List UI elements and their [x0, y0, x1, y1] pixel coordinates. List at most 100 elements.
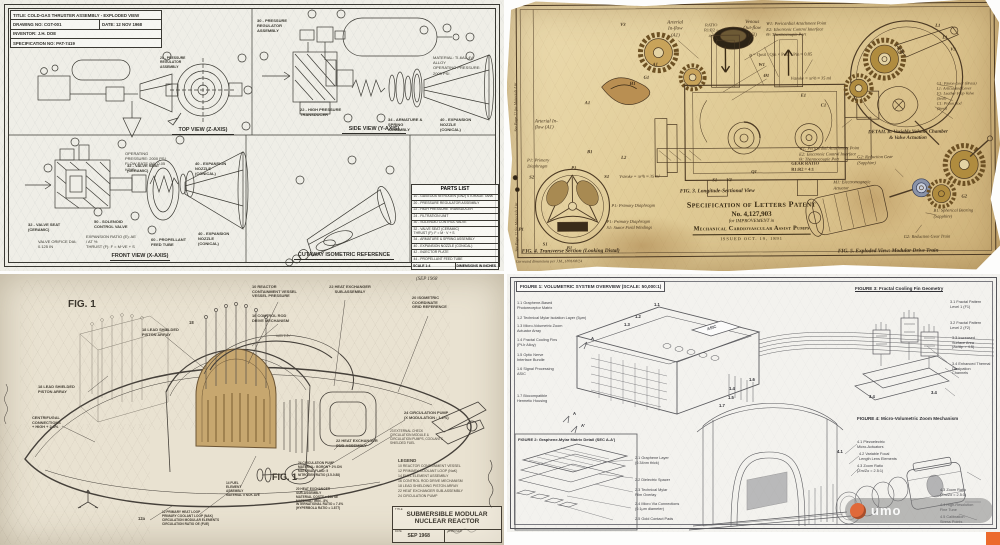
title-tag: TITLE — [395, 507, 403, 511]
label-attachment-list: W1: Pericardial Attachment Point E2: Ele… — [766, 20, 827, 37]
title-row: TITLE: COLD-GAS THRUSTER ASSEMBLY - EXPL… — [11, 11, 161, 21]
callout-1-6: 1.6 — [749, 377, 755, 382]
legend-row: 18 LEAD SHIELDING PISTON ARRAY — [398, 484, 459, 489]
label-arterial-inflow-top: Arterial In-flow (A1) — [667, 20, 684, 39]
caption-side-view: Side View (Y-AXIS) — [342, 126, 406, 135]
mark-s1r: S1 — [604, 174, 610, 180]
mark-b1b: B1 — [566, 245, 573, 251]
submarine-linework — [4, 299, 494, 534]
legend-title: LEGEND — [398, 458, 417, 463]
label-reactor-vessel: 10 REACTOR CONTAINMENT VESSEL VESSEL PRE… — [252, 284, 297, 299]
parts-row: 22 - HIGH PRESSURE TRANSDUCER — [412, 207, 498, 214]
label-side-material: MATERIAL: Ti-6AL-4V ALLOY OPERATING PRES… — [433, 55, 481, 76]
handwritten-date: (SEP 1968 — [416, 277, 438, 282]
legend-row: 14 FUEL ELEMENT ASSEMBLY — [398, 474, 449, 479]
f1-item-4: 1.4 Fractal Cooling Fins (Pt-Ir Alloy) — [517, 338, 558, 347]
label-heat-exchanger-top: 22 HEAT EXCHANGER SUB-ASSEMBLY — [329, 284, 371, 294]
sheet-border — [510, 277, 997, 529]
f3-item-1: 3.1 Fractal Pattern Level 1 (F1) — [950, 300, 982, 309]
panel-patent-pump: See Page 12 for Materials List See Page … — [507, 0, 1000, 271]
label-side-transducer: 22 - HIGH PRESSURE TRANSDUCER — [300, 107, 342, 118]
f1-item-1: 1.1 Graphene-Based Photoreceptor Matrix — [517, 301, 553, 310]
mark-c1: C1 — [820, 102, 827, 108]
caption-top-view: Top View (Z-AXIS) — [172, 127, 234, 136]
section-mark-a: A — [591, 336, 595, 341]
mark-g2: G2 — [961, 193, 968, 199]
title-block: TITLE SUBMERSIBLE MODULAR NUCLEAR REACTO… — [392, 506, 502, 543]
mark-p1t: P1 — [571, 165, 577, 171]
drawing-title: SUBMERSIBLE MODULAR NUCLEAR REACTOR — [406, 511, 488, 526]
figure-sheet: FIGURE 1: VOLUMETRIC SYSTEM OVERVIEW (SC… — [507, 274, 1000, 532]
label-b1-bearing: B1: Spherical Bearing (Sapphire) — [933, 207, 974, 219]
label-front-pressure: OPERATING PRESSURE: 2000 PSI FLOW RATE (… — [125, 151, 166, 172]
parts-list: PARTS LIST 10 - GASEOUS NITROGEN (GN2) S… — [411, 184, 499, 271]
caption-fig5: FIG. 5. Exploded View: Modular Drive Tra… — [837, 247, 939, 255]
label-front-orifice: VALVE ORIFICE DIA: 0.125 IN — [38, 239, 77, 250]
label-centrifugal: CENTRIFUGAL CONNECTIONS + HIGH + 2.3% — [32, 415, 61, 430]
parts-row: 20 - PRESSURE REGULATOR ASSEMBLY — [412, 201, 498, 208]
caption-detail-b: DETAIL B: Variable Volume Chamber & Valv… — [868, 129, 948, 142]
fig1-label-2: FIG. 1 — [272, 472, 298, 482]
parts-row: 44 - PROPELLANT FEED TUBE — [412, 257, 498, 264]
mark-v3b: V3 — [950, 46, 956, 52]
label-stroke-volume: Vstroke = πr²h ≈ 35 ml — [790, 75, 831, 81]
mark-a1: A1 — [652, 61, 658, 67]
legend-row: 24 CIRCULATION PUMP — [398, 494, 438, 499]
mark-l2: L2 — [621, 154, 627, 160]
label-circulation-pump: 24 CIRCULATION PUMP (X MODULATION : 1.2%… — [404, 410, 449, 420]
label-front-seat-left: 32 - VALVE SEAT (CERAMIC) — [28, 222, 61, 233]
thruster-linework — [9, 9, 495, 267]
volumetric-linework — [514, 306, 995, 531]
label-front-seat-top: 32 - VALVE SEAT (CERAMIC) — [127, 163, 160, 174]
approved-tag: APPROVED — [447, 529, 462, 533]
f1-item-3: 1.3 Micro-Volumetric Zoom Actuator Array — [517, 324, 563, 333]
callout-1-4: 1.4 — [729, 386, 735, 391]
mark-l1b: L1 — [942, 34, 948, 40]
parts-row: 30 - SOLENOID CONTROL VALVE — [412, 220, 498, 227]
label-efficiency-formula: η = Qout / Qin × Pout / Pin ≈ 0.85 — [749, 51, 813, 58]
callout-4-1: 4.1 — [837, 449, 843, 454]
label-heat-exchanger-mid: 22 HEAT EXCHANGER SUB-ASSEMBLY — [336, 438, 378, 448]
label-ratio: RATIO R1:R2 = 4:1 — [704, 22, 719, 38]
caption-front-view: Front View (X-AXIS) — [110, 253, 170, 262]
callout-3-4a: 3.4 — [869, 394, 875, 399]
label-side-regulator: 30 - PRESSURE REGULATOR ASSEMBLY — [257, 18, 288, 34]
section-mark-a-prime: A' — [581, 423, 586, 428]
parts-list-title: PARTS LIST — [412, 185, 498, 195]
mark-12a: 12a — [138, 516, 145, 521]
label-pump-detail: 24 CIRCULATION PUMP MATERIAL: BORON + 2%… — [298, 461, 342, 477]
label-side-armature: 34 - ARMATURE & SPRING ASSEMBLY — [388, 117, 423, 133]
mark-b1: B1 — [587, 149, 593, 155]
date-value: SEP 1968 — [407, 532, 430, 539]
margin-note: See Page 12 for Materials List — [512, 82, 518, 132]
label-top-regulator: 20 - PRESSURE REGULATOR ASSEMBLY — [160, 56, 186, 69]
parts-row: 42 - INJECTOR PLATE — [412, 250, 498, 257]
label-arterial-inflow-left: Arterial In- flow (A1) — [534, 119, 558, 131]
panel-thruster-blueprint: TITLE: COLD-GAS THRUSTER ASSEMBLY - EXPL… — [0, 0, 504, 271]
legend: LEGEND 10 REACTOR CONTAINMENT VESSEL 12 … — [398, 457, 490, 499]
callout-1-2: 1.2 — [635, 314, 641, 319]
mark-w1: W1 — [758, 61, 765, 67]
f4-item-3: 4.3 Zoom Ratio (Zm/Zo = 2.5:1) — [857, 464, 884, 473]
f1-item-5: 1.5 Optic Nerve Interface Bundle — [517, 353, 545, 362]
mark-g1: G1 — [643, 74, 650, 80]
figure3-header: FIGURE 3: Fractal Cooling Fin Geometry — [855, 286, 944, 293]
patent-linework — [507, 0, 1000, 271]
section-mark-a: A — [573, 411, 577, 416]
label-he-detail: 20 HEAT EXCHANGER SUB-ASSEMBLY MATERIAL … — [296, 487, 344, 511]
label-p1-diaphragm-mid: P1: Primary Diaphragm — [611, 202, 655, 208]
label-fuel-element: 14 FUEL ELEMENT ASSEMBLY MATERIAL 5 NOK … — [226, 481, 260, 497]
f4-item-3b: 4.3 Zoom Ratio (Zm/Zo = 2.5:1) — [940, 488, 967, 497]
parts-row: 40 - EXPANSION NOZZLE (CONICAL) — [412, 244, 498, 251]
label-front-nozzle-top: 40 - EXPANSION NOZZLE (CONICAL) — [195, 161, 227, 177]
mark-e1: E1 — [800, 92, 807, 98]
mark-v3: V3 — [620, 21, 626, 27]
caption-cutaway: Cutaway Isometric Reference — [294, 252, 394, 261]
f2-item-5: 2.5 Gold Contact Pads — [635, 517, 674, 521]
parts-row: 24 - FILTRATION UNIT — [412, 214, 498, 221]
label-gear-ratio: GEAR RATIO R1:R2 = 4:1 — [791, 160, 820, 172]
mark-q1: Q1 — [751, 168, 757, 175]
label-p1-diaphragm: P1: Primary Diaphragm — [527, 157, 550, 169]
label-stroke-volume-2: Vstroke = πr²h ≈ 35 ml — [619, 173, 660, 179]
